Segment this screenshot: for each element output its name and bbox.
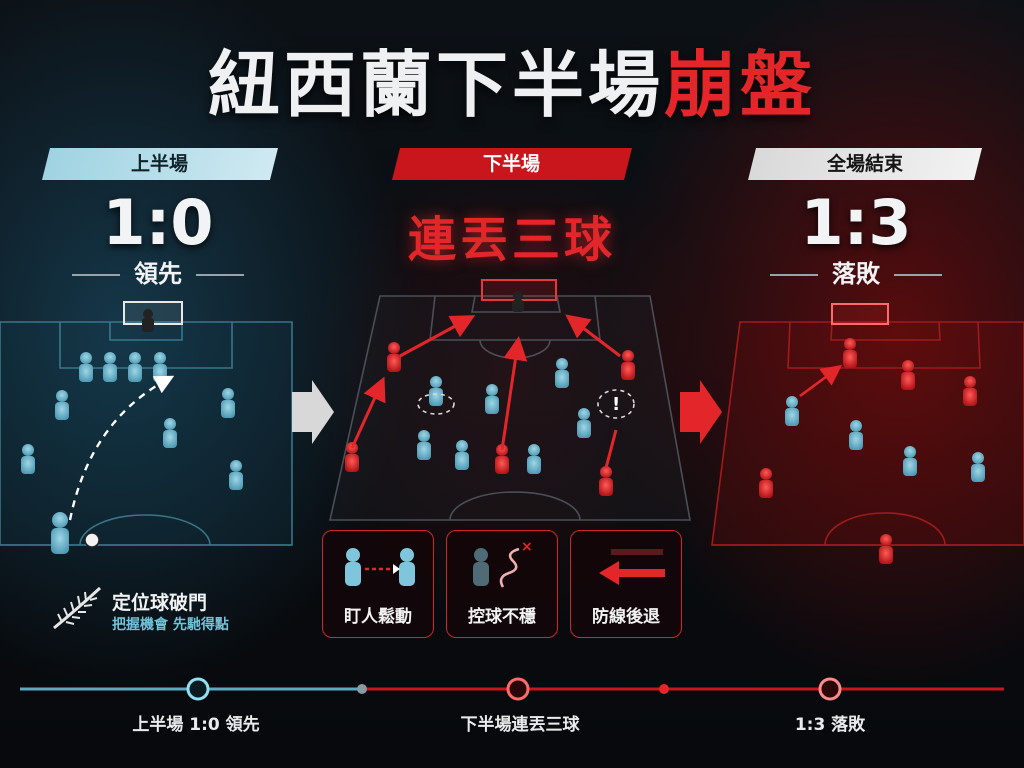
timeline-label-full-time: 1:3 落敗 [794, 715, 866, 735]
first-half-score: 1:0 [102, 186, 214, 259]
second-half-headline: 連丟三球 [407, 212, 616, 268]
middle-red-players [345, 342, 635, 496]
main-title-part2: 崩盤 [664, 43, 817, 127]
factor-unstable-possession: × 控球不穩 [446, 530, 558, 638]
factor-label: 控球不穩 [468, 607, 536, 627]
first-half-note-title: 定位球破門 [112, 592, 208, 614]
alert-icon: ! [612, 394, 620, 415]
right-red-players [759, 338, 977, 564]
main-title-part1: 紐西蘭下半場 [207, 43, 664, 127]
left-goalkeeper [142, 309, 154, 332]
transition-arrow-2 [680, 380, 722, 444]
loose-marking-icon [345, 548, 415, 586]
attack-arrows [350, 314, 621, 469]
defense-retreat-icon [599, 549, 665, 585]
factor-defense-retreat: 防線後退 [570, 530, 682, 638]
free-kick-trajectory [68, 375, 175, 521]
timeline-label-second-half: 下半場連丟三球 [460, 715, 580, 735]
timeline [20, 677, 1004, 701]
factor-loose-marking: 盯人鬆動 [322, 530, 434, 638]
middle-goalkeeper [512, 291, 524, 312]
right-blue-players [785, 396, 985, 482]
timeline-label-first-half: 上半場 1:0 領先 [132, 715, 260, 735]
left-players [21, 352, 243, 554]
middle-blue-players [417, 358, 591, 474]
football-icon [84, 532, 100, 548]
first-half-note-sub: 把握機會 先馳得點 [112, 617, 229, 633]
full-time-score: 1:3 [800, 186, 912, 259]
svg-text:×: × [521, 539, 533, 555]
main-title: 紐西蘭下半場崩盤 [0, 26, 1024, 131]
middle-pitch [329, 295, 691, 521]
unstable-possession-icon: × [473, 539, 533, 588]
first-half-subtitle: 領先 [58, 254, 258, 289]
factor-label: 防線後退 [592, 607, 660, 627]
transition-arrow-1 [292, 380, 334, 444]
right-pitch [711, 321, 1024, 546]
factor-label: 盯人鬆動 [344, 607, 412, 627]
left-pitch [0, 321, 293, 546]
right-goal [831, 303, 889, 325]
full-time-subtitle: 落敗 [756, 254, 956, 289]
loose-marking-rings [417, 389, 635, 419]
silver-fern-icon [53, 586, 102, 630]
